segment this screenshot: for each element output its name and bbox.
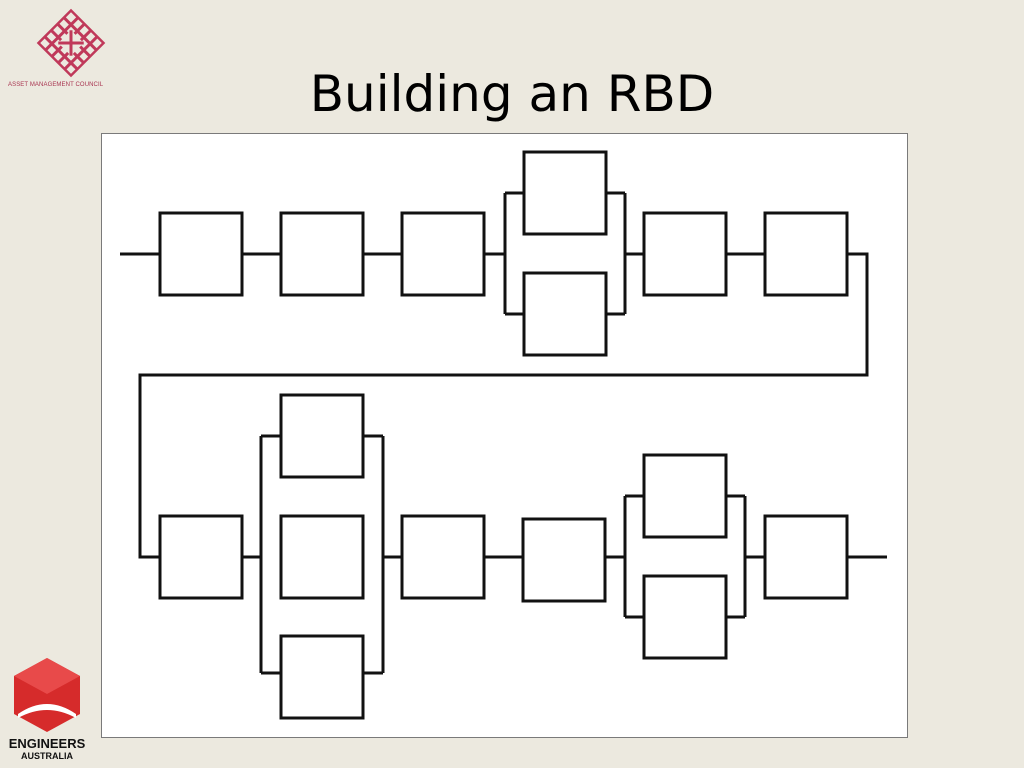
amc-diamond-lattice-icon [36, 8, 106, 78]
rbd-block [642, 453, 728, 539]
asset-management-council-logo [8, 4, 128, 96]
engineers-australia-name: ENGINEERS [8, 736, 86, 751]
rbd-block [279, 211, 365, 297]
rbd-block [279, 514, 365, 600]
parallel-group-3 [259, 393, 385, 720]
rbd-block [642, 211, 728, 297]
rbd-block [763, 514, 849, 600]
rbd-block [763, 211, 849, 297]
rbd-block [279, 634, 365, 720]
rbd-block [642, 574, 728, 660]
rbd-block [400, 211, 486, 297]
asset-management-council-wordmark: ASSET MANAGEMENT COUNCIL [8, 82, 104, 88]
rbd-block [279, 393, 365, 479]
parallel-group-2 [623, 453, 747, 660]
slide-title: Building an RBD [309, 65, 715, 123]
rbd-block [158, 211, 244, 297]
engineers-australia-sub: AUSTRALIA [21, 751, 73, 761]
rbd-block [521, 517, 607, 603]
rbd-block [400, 514, 486, 600]
rbd-diagram-frame [101, 133, 908, 738]
rbd-block [158, 514, 244, 600]
rbd-block [522, 150, 608, 236]
return-path [138, 252, 869, 559]
engineers-australia-logo [10, 656, 84, 734]
rbd-block [522, 271, 608, 357]
rbd-diagram [120, 150, 887, 720]
engineers-australia-hexagon-icon [14, 658, 80, 732]
parallel-group-2 [503, 150, 627, 357]
